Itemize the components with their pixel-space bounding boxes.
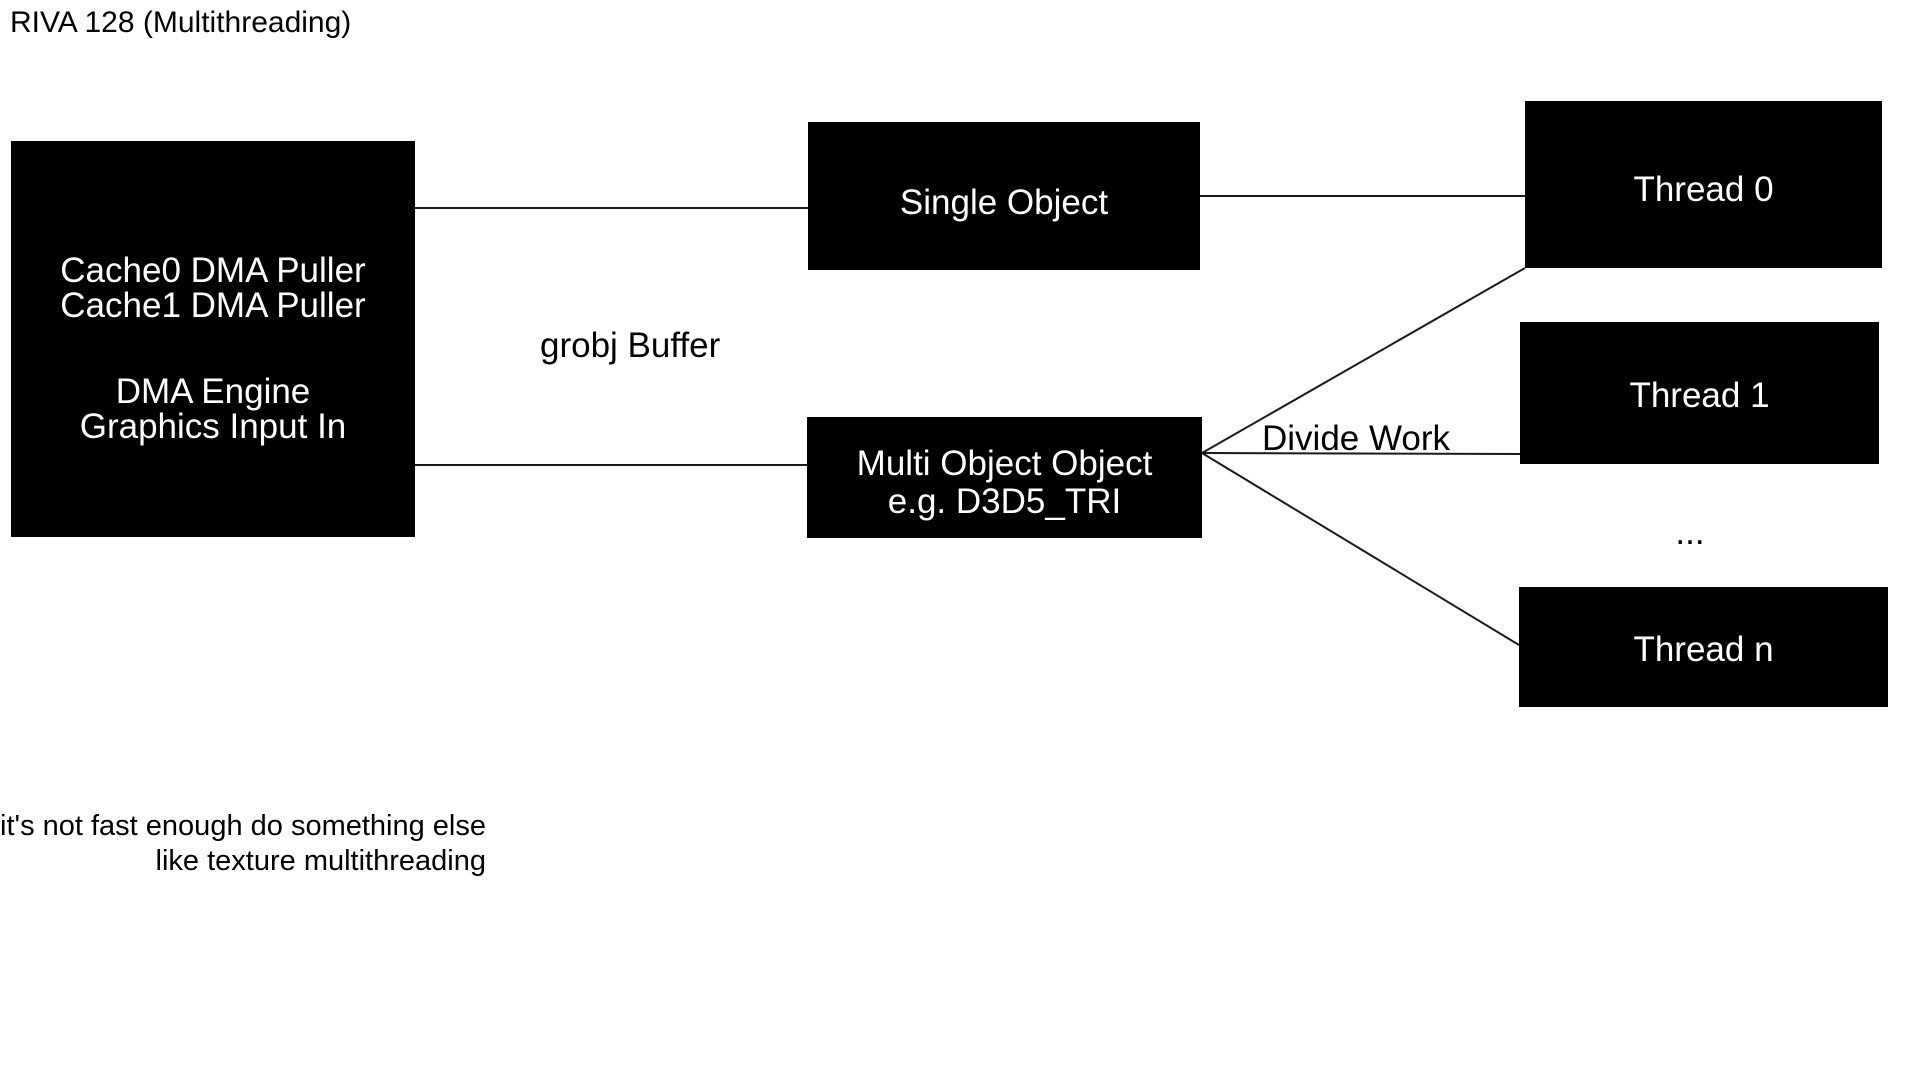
thread-0-label: Thread 0 <box>1633 170 1774 209</box>
dma-box-line: Graphics Input In <box>79 406 347 446</box>
dma-box-line: Cache0 DMA Puller <box>60 250 366 290</box>
thread-0-box: Thread 0 <box>1525 101 1882 268</box>
footnote-annotation: f it's not fast enough do something else… <box>0 809 486 879</box>
thread-n-box: Thread n <box>1519 587 1888 707</box>
dma-engine-box: Cache0 DMA Puller Cache1 DMA Puller DMA … <box>11 141 415 537</box>
footnote-line-1: f it's not fast enough do something else <box>0 810 486 842</box>
divide-work-label: Divide Work <box>1262 419 1451 458</box>
thread-n-label: Thread n <box>1633 629 1774 669</box>
thread-1-label: Thread 1 <box>1629 375 1770 415</box>
single-object-box: Single Object <box>808 122 1200 270</box>
thread-1-box: Thread 1 <box>1520 322 1879 464</box>
multi-object-sublabel: e.g. D3D5_TRI <box>887 481 1122 521</box>
threads-ellipsis: ... <box>1675 513 1705 552</box>
single-object-label: Single Object <box>899 182 1109 222</box>
dma-box-line: DMA Engine <box>115 371 311 411</box>
grobj-buffer-label: grobj Buffer <box>540 326 721 365</box>
multi-object-label: Multi Object Object <box>856 443 1153 483</box>
footnote-line-2: like texture multithreading <box>155 845 486 877</box>
diagram-title: RIVA 128 (Multithreading) <box>10 6 352 39</box>
dma-box-line: Cache1 DMA Puller <box>60 285 366 325</box>
connector-multi-object-to-thread-n <box>1201 452 1520 646</box>
multi-object-box: Multi Object Object e.g. D3D5_TRI <box>807 417 1202 538</box>
